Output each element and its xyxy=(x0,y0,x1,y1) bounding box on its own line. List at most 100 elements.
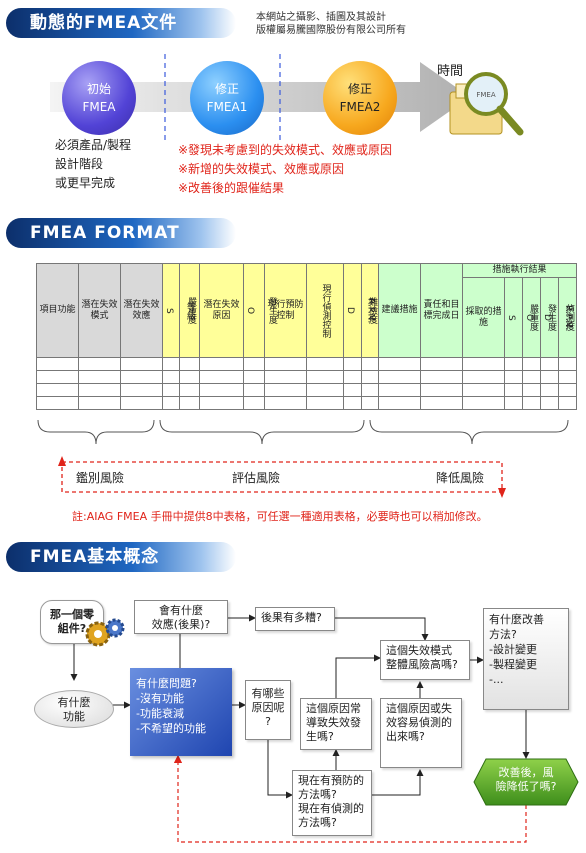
box-line: 有哪些 xyxy=(251,687,285,700)
box-line: 方法嗎? xyxy=(298,788,337,801)
box-line: 有什麼改善 xyxy=(489,613,544,626)
group-label-reduce: 降低風險 xyxy=(436,471,485,485)
bubble-line: 那一個零 xyxy=(50,608,94,621)
col-class: 等級 xyxy=(179,263,200,358)
box-line: 這個原因常 xyxy=(306,702,361,715)
causes-box: 有哪些 原因呢 ? xyxy=(245,680,291,740)
box-line: ? xyxy=(265,715,271,728)
column-header: 發生度 xyxy=(267,297,277,324)
col-failure-effect: 潛在失效效應 xyxy=(120,263,163,358)
box-line: 導致失效發 xyxy=(306,716,361,729)
column-header: S xyxy=(164,307,174,314)
hexagon-line: 改善後，風 xyxy=(498,766,554,779)
column-header: 現行偵測控制 xyxy=(320,283,331,338)
note-line: ※發現未考慮到的失效模式、效應或原因 xyxy=(178,143,393,157)
revised-fmea2-circle: 修正 FMEA2 xyxy=(323,61,397,135)
risk-reduced-text: 改善後，風 險降低了嗎? xyxy=(486,766,566,794)
note-line: ※新增的失效模式、效應或原因 xyxy=(178,162,345,176)
controls-question-box: 現在有預防的 方法嗎? 現在有偵測的 方法嗎? xyxy=(292,770,372,836)
box-line: -製程變更 xyxy=(489,658,537,671)
column-header: D xyxy=(345,307,355,314)
column-header: 措施執行結果 xyxy=(492,265,547,275)
section-banner-basic-concept: FMEA基本概念 xyxy=(6,542,236,572)
column-header: 潛在失效原因 xyxy=(203,299,240,321)
box-line: -設計變更 xyxy=(489,643,537,656)
circle-label: 初始 xyxy=(86,82,111,96)
section-banner-fmea-format: FMEA FORMAT xyxy=(6,218,236,248)
circle-label: FMEA2 xyxy=(339,100,381,114)
column-header: 偵測度 xyxy=(564,304,574,331)
col-recommended-action: 建議措施 xyxy=(378,263,421,358)
column-header: 等級 xyxy=(185,301,195,320)
box-line: 有多糟? xyxy=(283,611,322,624)
problem-line: -不希望的功能 xyxy=(136,722,206,735)
column-header: D xyxy=(542,314,552,321)
column-header: R.P.N. xyxy=(563,304,573,331)
col-new-rpn: R.P.N. xyxy=(557,277,578,358)
circle-label: 修正 xyxy=(214,82,239,96)
group-label-identify: 鑑別風險 xyxy=(76,471,125,485)
copyright-line: 本網站之攝影、插圖及其設計 xyxy=(256,12,386,23)
problem-line: -功能衰減 xyxy=(136,707,184,720)
col-failure-mode: 潛在失效模式 xyxy=(78,263,121,358)
table-row xyxy=(36,396,578,410)
column-header: 潛在失效模式 xyxy=(81,299,118,321)
col-action-results: 措施執行結果 xyxy=(461,263,578,278)
box-line: 後果 xyxy=(261,611,283,624)
section-title: FMEA FORMAT xyxy=(30,223,180,243)
column-header: 潛在失效效應 xyxy=(123,299,160,321)
column-header: 現行預防控制 xyxy=(267,299,304,321)
column-header: R.P.N. xyxy=(365,297,376,324)
column-header: 責任和目標完成日 xyxy=(423,299,460,321)
box-line: 現在有偵測的 xyxy=(298,802,364,815)
column-header: 嚴重度 xyxy=(186,297,196,324)
box-line: 方法嗎? xyxy=(298,816,337,829)
occurrence-question-box: 這個原因常 導致失效發 生嗎? xyxy=(300,698,372,750)
risk-grouping-braces xyxy=(37,419,569,498)
problem-line: -沒有功能 xyxy=(136,692,184,705)
table-row xyxy=(36,370,578,384)
time-label: 時間 xyxy=(437,64,464,79)
phase-line: 設計階段 xyxy=(55,157,104,171)
ellipse-line: 有什麼 xyxy=(57,696,91,709)
column-header: O xyxy=(245,306,255,315)
phase-line: 必須產品/製程 xyxy=(55,138,132,152)
box-line: 方法? xyxy=(489,628,517,641)
section-title: FMEA基本概念 xyxy=(30,547,160,567)
col-responsibility: 責任和目標完成日 xyxy=(420,263,463,358)
box-line: 這個原因或失 xyxy=(386,702,452,715)
circle-label: FMEA xyxy=(82,100,116,114)
ellipse-line: 功能 xyxy=(63,710,85,723)
circle-label: FMEA1 xyxy=(206,100,248,114)
problem-line: 有什麼問題? xyxy=(136,677,197,690)
column-header: 建議措施 xyxy=(381,305,418,315)
circle-label: 修正 xyxy=(347,82,372,96)
note-line: ※改善後的跟催結果 xyxy=(178,181,285,195)
col-failure-cause: 潛在失效原因 xyxy=(199,263,244,358)
phase-line: 或更早完成 xyxy=(55,176,116,190)
bubble-line: 組件? xyxy=(57,622,87,635)
table-row xyxy=(36,357,578,371)
col-rpn: R.P.N. xyxy=(361,263,379,358)
box-line: 效應(後果)? xyxy=(151,618,211,631)
copyright-notice: 本網站之攝影、插圖及其設計 版權屬易騰國際股份有限公司所有 xyxy=(256,11,406,37)
col-action-taken: 採取的措施 xyxy=(462,277,505,358)
box-line: 出來嗎? xyxy=(386,730,425,743)
col-prevention-control: 現行預防控制 xyxy=(264,263,307,358)
overall-risk-box: 這個失效模式 整體風險高嗎? xyxy=(380,640,470,680)
improvement-box: 有什麼改善 方法? -設計變更 -製程變更 -... xyxy=(483,608,569,710)
hexagon-line: 險降低了嗎? xyxy=(495,780,557,793)
box-line: 原因呢 xyxy=(251,701,285,714)
column-header: 嚴重度 xyxy=(528,304,538,331)
effect-box: 會有什麼 效應(後果)? xyxy=(134,600,228,634)
copyright-line: 版權屬易騰國際股份有限公司所有 xyxy=(256,25,406,36)
revised-fmea1-circle: 修正 FMEA1 xyxy=(190,61,264,135)
column-header: 項目功能 xyxy=(39,305,76,315)
column-header: O xyxy=(524,313,534,322)
revision-notes: ※發現未考慮到的失效模式、效應或原因 ※新增的失效模式、效應或原因 ※改善後的跟… xyxy=(178,141,392,198)
section-title: 動態的FMEA文件 xyxy=(30,13,178,33)
box-line: 生嗎? xyxy=(306,730,334,743)
